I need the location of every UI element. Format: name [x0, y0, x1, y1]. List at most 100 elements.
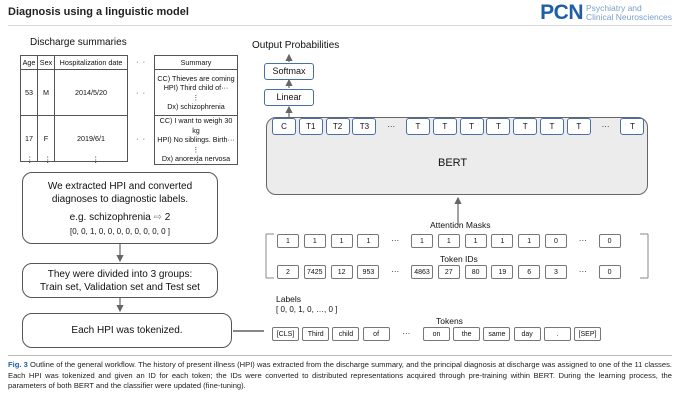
ellipsis: ··· — [402, 329, 411, 338]
cell-date: 2014/5/20 — [54, 69, 128, 116]
bert-output-token: T — [432, 118, 457, 135]
input-bracket-left — [265, 233, 274, 279]
figure-number: Fig. 3 — [8, 360, 28, 369]
softmax-box: Softmax — [264, 63, 314, 80]
summary-cc: CC) Thieves are coming — [157, 73, 235, 83]
summary-cc: CC) I want to weigh 30 kg — [159, 116, 233, 135]
bert-output-token: T2 — [325, 118, 350, 135]
tokenized-box: Each HPI was tokenized. — [22, 313, 232, 348]
figure-caption: Fig. 3 Outline of the general workflow. … — [8, 360, 672, 392]
example-label-number: 2 — [164, 212, 171, 223]
col-age: Age — [20, 55, 38, 70]
bert-output-token: T — [459, 118, 484, 135]
summary-table: Summary CC) Thieves are coming HPI) Thir… — [154, 55, 238, 165]
summary-hpi: HPI) Third child of··· — [163, 83, 229, 92]
cell-summary: CC) Thieves are coming HPI) Third child … — [154, 69, 238, 116]
attention-mask-value: 1 — [518, 234, 541, 248]
output-probabilities-label: Output Probabilities — [252, 40, 340, 51]
col-summary: Summary — [154, 55, 238, 70]
linear-box: Linear — [264, 89, 314, 106]
summary-dx: Dx) schizophrenia — [167, 102, 225, 111]
token-id-value: 6 — [518, 265, 541, 279]
journal-name: Psychiatry and Clinical Neurosciences — [586, 4, 672, 22]
attention-mask-value: 0 — [598, 234, 621, 248]
bert-output-token: T — [566, 118, 591, 135]
tokens-label: Tokens — [436, 316, 463, 326]
table-v-ellipsis: ⋮ — [26, 155, 34, 164]
token-id-value: 3 — [545, 265, 567, 279]
page-title: Diagnosis using a linguistic model — [8, 6, 189, 18]
table-h-ellipsis: · · — [136, 134, 147, 143]
token-value: . — [543, 327, 571, 341]
token-value: [CLS] — [272, 327, 299, 341]
table-row: 53 M 2014/5/20 — [20, 69, 128, 116]
attention-mask-value: 0 — [545, 234, 567, 248]
token-value: day — [513, 327, 541, 341]
ellipsis: ··· — [578, 267, 587, 276]
token-id-value: 19 — [491, 265, 514, 279]
attention-mask-value: 1 — [357, 234, 380, 248]
token-id-value: 80 — [464, 265, 487, 279]
table-row: CC) Thieves are coming HPI) Third child … — [154, 69, 238, 116]
attention-mask-value: 1 — [277, 234, 299, 248]
token-value: [SEP] — [574, 327, 601, 341]
attention-mask-value: 1 — [464, 234, 487, 248]
example-diagnosis: e.g. schizophrenia — [69, 212, 151, 223]
token-id-value: 0 — [598, 265, 621, 279]
split-line2: Train set, Validation set and Test set — [40, 282, 200, 293]
journal-name-line1: Psychiatry and — [586, 3, 642, 13]
bert-output-token: T — [540, 118, 564, 135]
bert-output-token: T1 — [298, 118, 323, 135]
header-divider — [8, 25, 672, 26]
discharge-table: Age Sex Hospitalization date 53 M 2014/5… — [20, 55, 128, 162]
bert-output-token: C — [272, 118, 296, 135]
token-id-value: 12 — [330, 265, 353, 279]
input-bracket-right — [640, 233, 649, 279]
table-v-ellipsis: ⋮ — [92, 155, 100, 164]
token-value: same — [483, 327, 511, 341]
bert-output-token: T — [486, 118, 511, 135]
token-value: the — [453, 327, 481, 341]
journal-logo: PCN Psychiatry and Clinical Neuroscience… — [540, 2, 672, 24]
labels-label: Labels — [276, 294, 302, 304]
caption-text: Outline of the general workflow. The his… — [8, 360, 672, 390]
cell-date: 2019/6/1 — [54, 115, 128, 162]
cell-summary: CC) I want to weigh 30 kg HPI) No siblin… — [154, 115, 238, 165]
pcn-logo: PCN — [540, 1, 584, 24]
split-groups-box: They were divided into 3 groups: Train s… — [22, 263, 218, 298]
right-arrow-icon: ⇨ — [153, 212, 162, 223]
token-id-value: 953 — [357, 265, 380, 279]
ellipsis: ··· — [578, 236, 587, 245]
split-line1: They were divided into 3 groups: — [47, 269, 193, 280]
attention-mask-value: 1 — [303, 234, 326, 248]
ellipsis: ··· — [391, 236, 400, 245]
ellipsis: ··· — [387, 122, 396, 131]
example-label-vector: [0, 0, 1, 0, 0, 0, 0, 0, 0, 0, 0 ] — [69, 227, 171, 236]
token-id-value: 27 — [437, 265, 460, 279]
token-ids-label: Token IDs — [440, 254, 478, 264]
token-value: child — [332, 327, 360, 341]
extract-line2: diagnoses to diagnostic labels. — [51, 194, 189, 205]
labels-vector: [ 0, 0, 1, 0, …, 0 ] — [276, 305, 338, 314]
token-id-value: 7425 — [303, 265, 326, 279]
table-h-ellipsis: · · — [136, 57, 147, 66]
table-v-ellipsis: ⋮ — [194, 155, 202, 164]
token-value: on — [423, 327, 450, 341]
col-sex: Sex — [37, 55, 55, 70]
journal-name-line2: Clinical Neurosciences — [586, 12, 672, 22]
discharge-title: Discharge summaries — [30, 37, 127, 48]
cell-age: 53 — [20, 69, 38, 116]
attention-mask-value: 1 — [330, 234, 353, 248]
extract-line1: We extracted HPI and converted — [47, 181, 193, 192]
bert-label: BERT — [438, 157, 468, 169]
caption-divider — [8, 355, 672, 356]
summary-hpi: HPI) No siblings. Birth··· — [157, 135, 235, 144]
col-hospitalization-date: Hospitalization date — [54, 55, 128, 70]
attention-mask-value: 1 — [437, 234, 460, 248]
bert-output-token: T — [513, 118, 538, 135]
attention-mask-value: 1 — [491, 234, 514, 248]
table-row: CC) I want to weigh 30 kg HPI) No siblin… — [154, 115, 238, 165]
ellipsis: ··· — [601, 122, 610, 131]
summary-ellipsis: ⋮ — [192, 144, 200, 154]
